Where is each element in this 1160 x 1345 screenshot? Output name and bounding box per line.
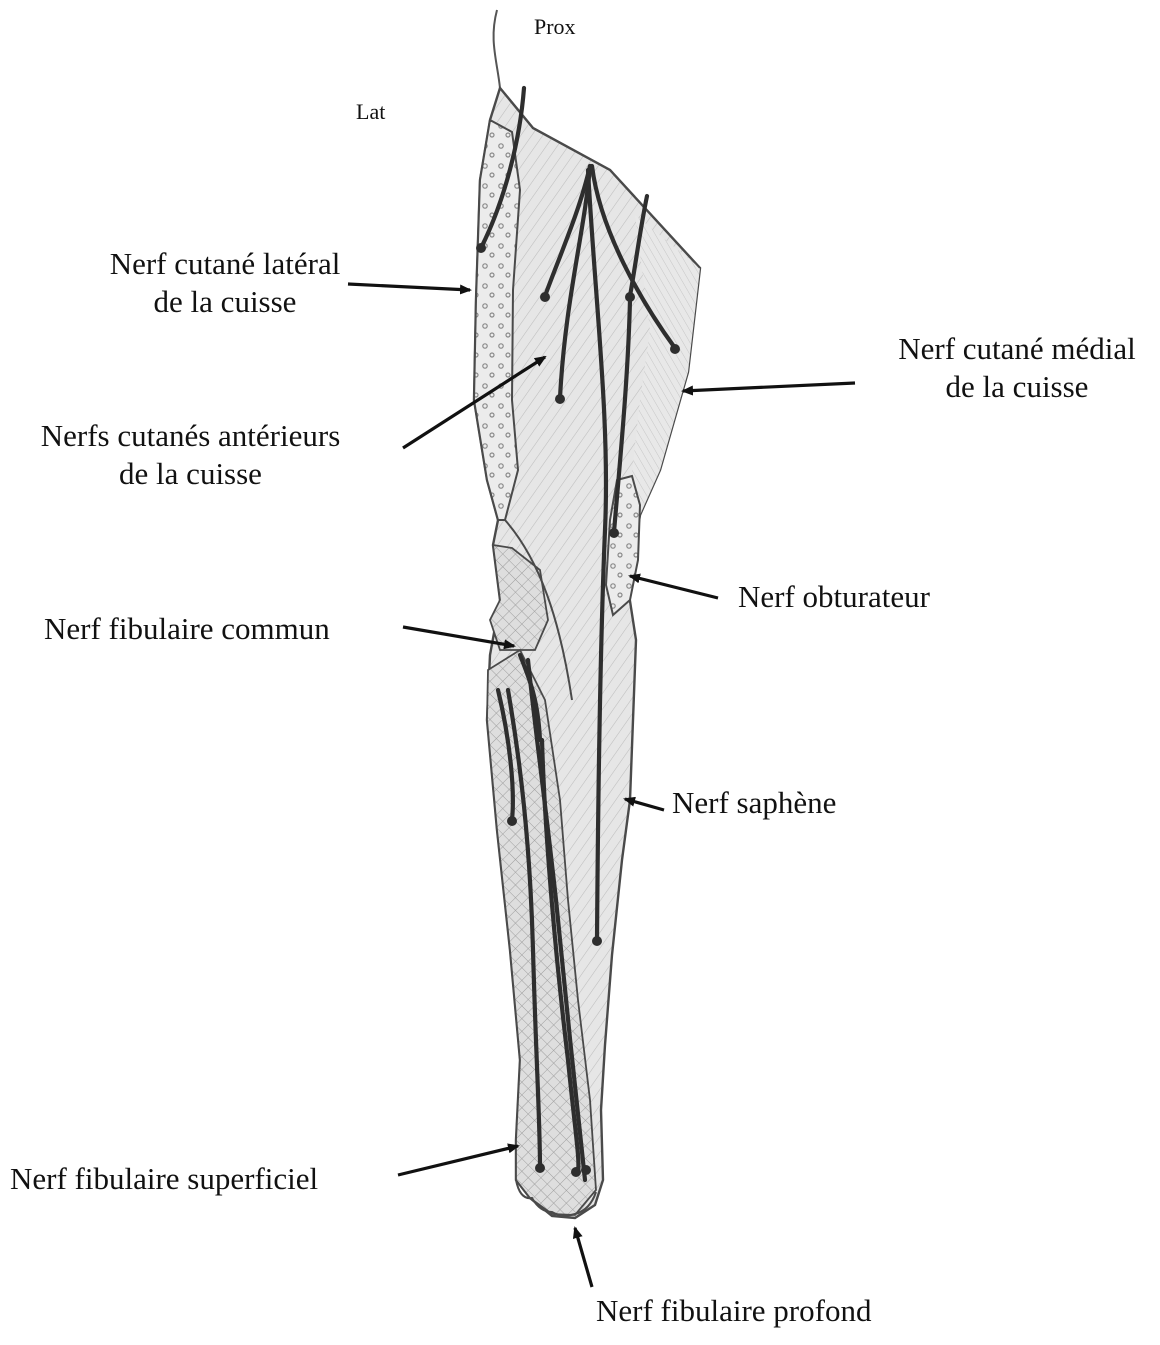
label-superficial-fibular: Nerf fibulaire superficiel — [10, 1160, 318, 1198]
label-medial-femoral-cutaneous: Nerf cutané médial de la cuisse — [878, 330, 1156, 406]
orientation-lateral-label: Lat — [356, 99, 385, 125]
arrow-lateral-femoral-cutaneous — [348, 284, 470, 290]
label-lateral-femoral-cutaneous: Nerf cutané latéral de la cuisse — [85, 245, 365, 321]
label-line: Nerf cutané latéral — [85, 245, 365, 283]
label-line: Nerf cutané médial — [878, 330, 1156, 368]
arrow-saphenous — [625, 799, 664, 810]
orientation-proximal-label: Prox — [534, 14, 576, 40]
trunk-outline — [494, 10, 500, 88]
label-line: de la cuisse — [18, 455, 363, 493]
label-line: de la cuisse — [878, 368, 1156, 406]
territory-lateral-femoral-cutaneous — [474, 120, 520, 520]
arrow-obturator — [630, 576, 718, 598]
label-saphenous: Nerf saphène — [672, 784, 836, 822]
label-line: Nerfs cutanés antérieurs — [18, 417, 363, 455]
label-anterior-femoral-cutaneous: Nerfs cutanés antérieurs de la cuisse — [18, 417, 363, 493]
arrow-superficial-fibular — [398, 1146, 518, 1175]
label-line: de la cuisse — [85, 283, 365, 321]
label-obturator: Nerf obturateur — [738, 578, 930, 616]
arrow-deep-fibular — [575, 1228, 592, 1287]
arrow-medial-femoral-cutaneous — [683, 383, 855, 391]
label-deep-fibular: Nerf fibulaire profond — [596, 1292, 871, 1330]
label-common-fibular: Nerf fibulaire commun — [44, 610, 330, 648]
